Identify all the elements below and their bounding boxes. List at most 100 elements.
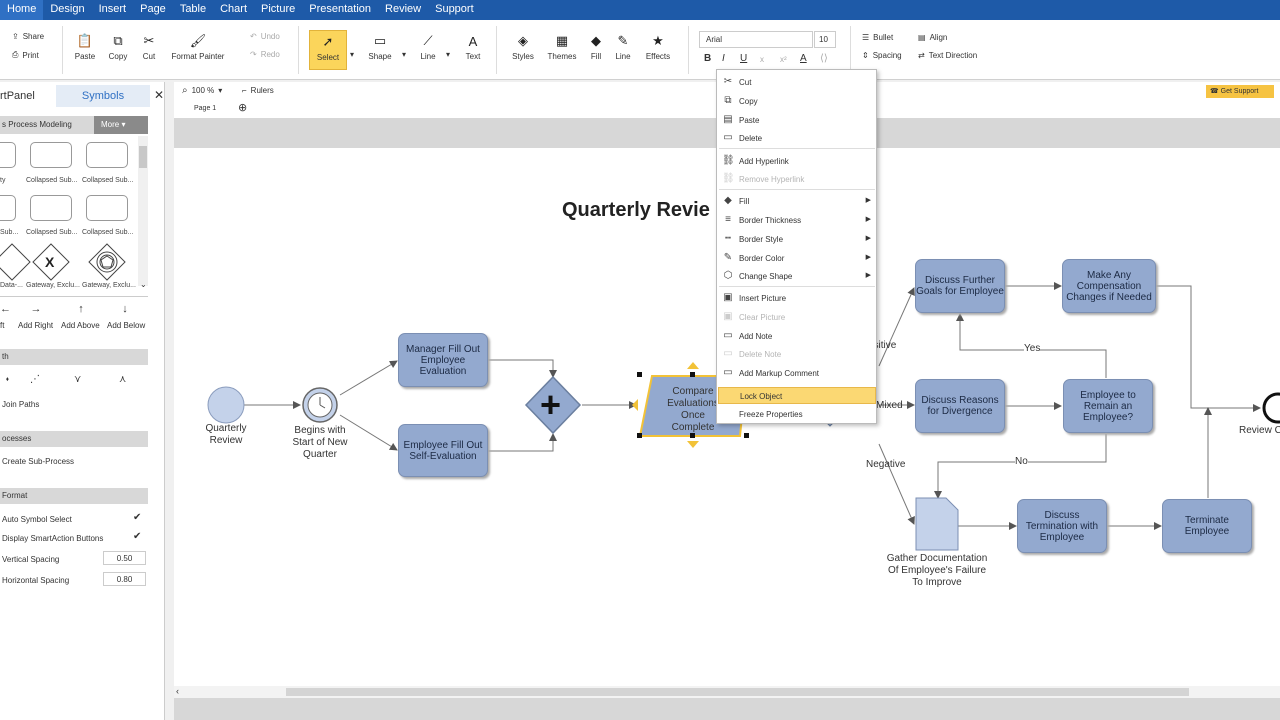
themes-button[interactable]: ▦Themes: [546, 30, 578, 61]
redo-button[interactable]: ↷Redo: [250, 50, 280, 59]
start-event[interactable]: [207, 386, 245, 424]
horizontal-spacing-input[interactable]: 0.80: [103, 572, 146, 586]
menu-table[interactable]: Table: [179, 3, 207, 15]
symbol-scrollbar[interactable]: [138, 136, 148, 286]
manager-evaluation-task[interactable]: Manager Fill Out Employee Evaluation: [398, 333, 488, 387]
path-option-3-icon[interactable]: ⋎: [74, 374, 82, 385]
menu-chart[interactable]: Chart: [220, 3, 248, 15]
effects-button[interactable]: ★Effects: [644, 30, 672, 61]
vertical-spacing-input[interactable]: 0.50: [103, 551, 146, 565]
font-color-button[interactable]: A: [800, 53, 807, 64]
symbol-collapsed-subprocess[interactable]: [30, 142, 72, 168]
page-tab[interactable]: Page 1: [194, 105, 217, 112]
add-above-button[interactable]: Add Above: [61, 321, 100, 330]
menu-item-delete[interactable]: ▭Delete: [723, 132, 763, 143]
font-size-select[interactable]: 10: [814, 31, 836, 48]
menu-item-add-markup-comment[interactable]: ▭Add Markup Comment: [723, 367, 820, 378]
menu-design[interactable]: Design: [50, 3, 85, 15]
styles-button[interactable]: ◈Styles: [510, 30, 536, 61]
text-direction-button[interactable]: ⇄Text Direction: [918, 51, 978, 60]
fill-button[interactable]: ◆Fill: [588, 30, 604, 61]
symbol-data-gateway[interactable]: [0, 243, 31, 281]
path-option-4-icon[interactable]: ⋏: [119, 374, 127, 385]
tab-smartpanel[interactable]: rtPanel: [0, 85, 56, 107]
undo-button[interactable]: ↶Undo: [250, 32, 280, 41]
diagram-title[interactable]: Quarterly Revie: [562, 199, 710, 221]
menu-item-freeze-properties[interactable]: Freeze Properties: [739, 410, 803, 419]
end-event[interactable]: [1262, 392, 1280, 424]
menu-item-paste[interactable]: ▤Paste: [723, 114, 760, 125]
menu-item-border-color[interactable]: ✎Border Color▶: [723, 252, 871, 263]
align-button[interactable]: ▤Align: [918, 33, 948, 42]
menu-item-clear-picture[interactable]: ▣Clear Picture: [723, 311, 786, 322]
font-family-select[interactable]: Arial: [699, 31, 813, 48]
menu-support[interactable]: Support: [435, 3, 474, 15]
underline-button[interactable]: U: [740, 53, 748, 64]
menu-item-insert-picture[interactable]: ▣Insert Picture: [723, 292, 787, 303]
rulers-toggle[interactable]: ⌐Rulers: [242, 86, 274, 95]
line-button[interactable]: ⟋Line: [416, 30, 440, 61]
compensation-task[interactable]: Make Any Compensation Changes if Needed: [1062, 259, 1156, 313]
symbol-collapsed-subprocess-adhoc[interactable]: [30, 195, 72, 221]
superscript-button[interactable]: x²: [780, 55, 787, 64]
menu-review[interactable]: Review: [385, 3, 422, 15]
get-support-button[interactable]: ☎ Get Support: [1206, 85, 1274, 98]
add-below-button[interactable]: Add Below: [107, 321, 146, 330]
join-paths-button[interactable]: Join Paths: [2, 400, 40, 409]
spacing-button[interactable]: ⇕Spacing: [862, 51, 902, 60]
paste-button[interactable]: 📋Paste: [74, 30, 96, 61]
tab-symbols[interactable]: Symbols: [56, 85, 150, 107]
share-button[interactable]: ⇪Share: [12, 32, 45, 41]
format-painter-button[interactable]: 🖌Format Painter: [170, 30, 226, 61]
menu-item-delete-note[interactable]: ▭Delete Note: [723, 348, 782, 359]
zoom-control[interactable]: ⌕100 %▾: [182, 85, 223, 96]
select-button[interactable]: ➚Select: [309, 30, 347, 70]
menu-item-copy[interactable]: ⧉Copy: [718, 93, 876, 110]
menu-page[interactable]: Page: [140, 3, 166, 15]
menu-item-lock-object[interactable]: Lock Object: [718, 387, 876, 404]
document-shape[interactable]: [915, 497, 959, 551]
remain-employee-task[interactable]: Employee to Remain an Employee?: [1063, 379, 1153, 433]
menu-item-add-note[interactable]: ▭Add Note: [723, 330, 773, 341]
create-subprocess-button[interactable]: Create Sub-Process: [2, 457, 75, 466]
menu-item-add-hyperlink[interactable]: ⛓Add Hyperlink: [722, 155, 789, 166]
symbol-gateway-exclusive-x[interactable]: [32, 243, 70, 281]
symbol-collapsed-subprocess-loop[interactable]: [86, 142, 128, 168]
copy-button[interactable]: ⧉Copy: [107, 30, 129, 61]
discuss-termination-task[interactable]: Discuss Termination with Employee: [1017, 499, 1107, 553]
strikethrough-button[interactable]: x: [760, 55, 764, 64]
menu-item-remove-hyperlink[interactable]: ⛓Remove Hyperlink: [722, 173, 805, 184]
symbol-collapsed-subprocess-compensation[interactable]: [86, 195, 128, 221]
print-button[interactable]: ⎙Print: [12, 50, 39, 60]
more-button[interactable]: More ▾: [94, 116, 148, 134]
italic-button[interactable]: I: [722, 53, 725, 64]
symbol-gateway-exclusive-event[interactable]: [88, 243, 126, 281]
menu-item-fill[interactable]: ◆Fill▶: [718, 193, 876, 210]
line-dropdown[interactable]: ▾: [446, 50, 450, 59]
line-style-button[interactable]: ✎Line: [614, 30, 632, 61]
menu-item-change-shape[interactable]: ⬡Change Shape▶: [723, 270, 871, 281]
parallel-gateway[interactable]: [524, 375, 582, 435]
add-page-icon[interactable]: ⊕: [238, 102, 248, 114]
cut-button[interactable]: ✂Cut: [140, 30, 158, 61]
clear-format-button[interactable]: ⟨⟩: [820, 53, 828, 64]
select-dropdown[interactable]: ▾: [350, 50, 354, 59]
self-evaluation-task[interactable]: Employee Fill Out Self-Evaluation: [398, 424, 488, 477]
symbol-activity[interactable]: [0, 142, 16, 168]
path-option-1-icon[interactable]: ⬪: [6, 374, 9, 385]
discuss-reasons-task[interactable]: Discuss Reasons for Divergence: [915, 379, 1005, 433]
gateway-symbols[interactable]: X: [0, 242, 148, 282]
menu-home[interactable]: Home: [0, 0, 44, 20]
menu-item-border-thickness[interactable]: ≡Border Thickness▶: [718, 212, 876, 229]
chevron-down-icon[interactable]: ⌄: [140, 280, 147, 289]
close-icon[interactable]: ✕: [154, 88, 165, 102]
terminate-employee-task[interactable]: Terminate Employee: [1162, 499, 1252, 553]
scroll-thumb[interactable]: [286, 688, 1189, 696]
scroll-left-icon[interactable]: ‹: [176, 686, 179, 696]
menu-item-border-style[interactable]: ┅Border Style▶: [718, 231, 876, 248]
menu-insert[interactable]: Insert: [98, 3, 127, 15]
path-option-2-icon[interactable]: ⋰: [30, 374, 40, 385]
shape-button[interactable]: ▭Shape: [366, 30, 394, 61]
menu-presentation[interactable]: Presentation: [309, 3, 372, 15]
